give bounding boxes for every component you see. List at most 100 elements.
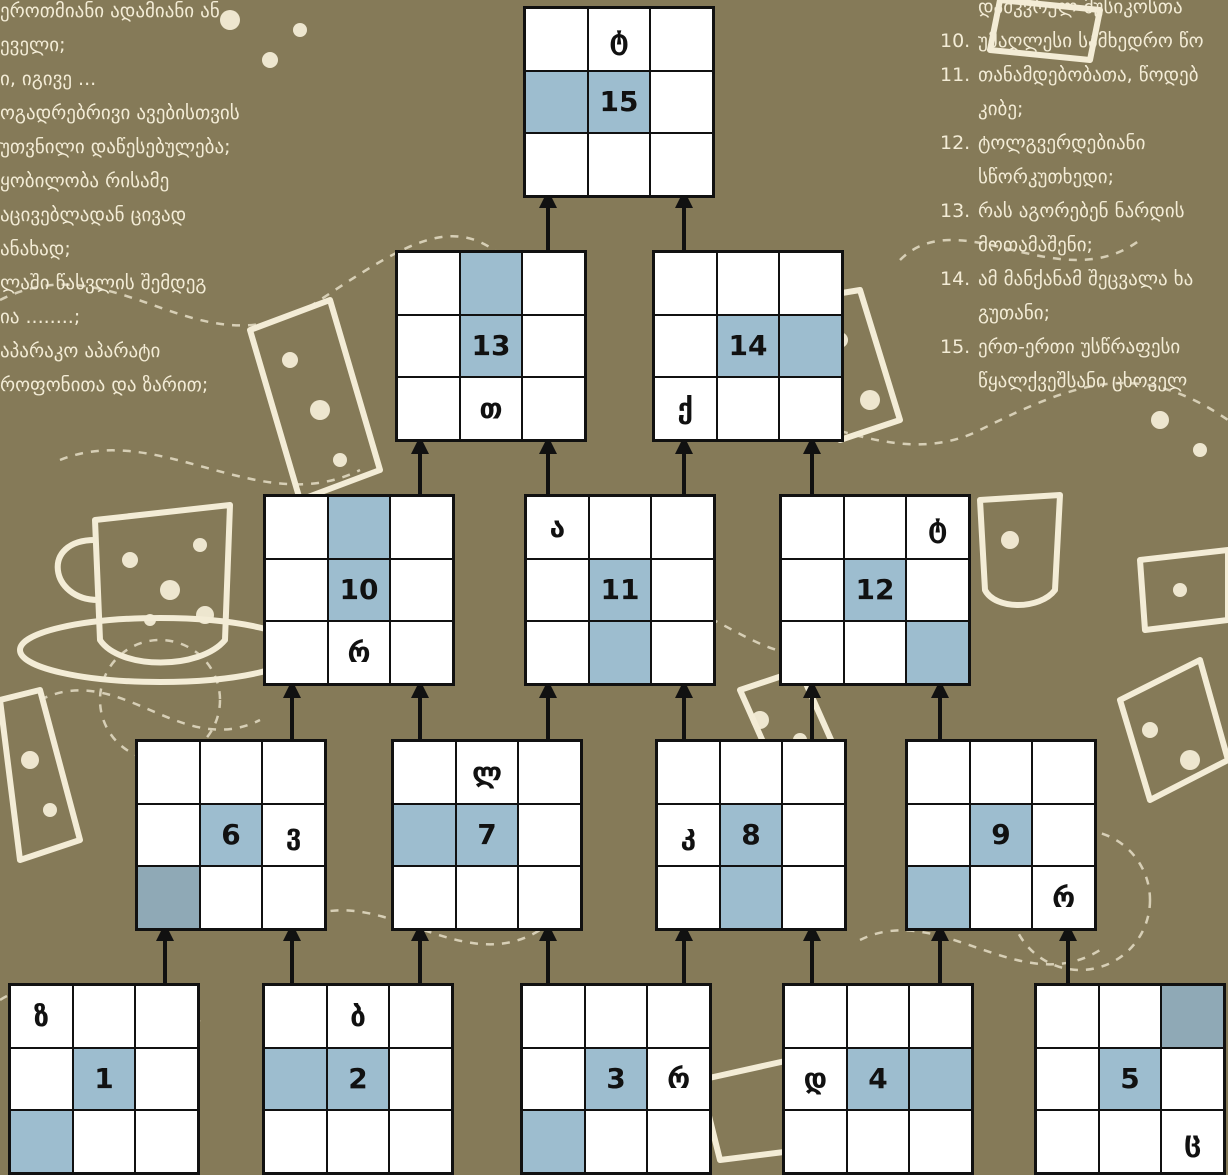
letter-cell[interactable]: ლ — [457, 742, 518, 803]
letter-cell[interactable] — [907, 560, 968, 621]
letter-cell[interactable] — [718, 378, 779, 439]
letter-cell[interactable] — [590, 622, 651, 683]
letter-cell[interactable]: ა — [527, 497, 588, 558]
letter-cell[interactable] — [908, 867, 969, 928]
letter-cell[interactable] — [655, 253, 716, 314]
letter-cell[interactable] — [910, 1049, 971, 1110]
letter-cell[interactable] — [527, 622, 588, 683]
letter-cell[interactable] — [910, 986, 971, 1047]
letter-cell[interactable] — [265, 986, 326, 1047]
letter-cell[interactable] — [648, 1111, 709, 1172]
letter-cell[interactable] — [655, 316, 716, 377]
letter-cell[interactable] — [783, 742, 844, 803]
letter-cell[interactable] — [658, 867, 719, 928]
letter-cell[interactable] — [398, 316, 459, 377]
letter-cell[interactable] — [1162, 986, 1223, 1047]
letter-cell[interactable] — [589, 134, 650, 195]
letter-cell[interactable]: რ — [1033, 867, 1094, 928]
letter-cell[interactable] — [845, 497, 906, 558]
letter-cell[interactable] — [780, 253, 841, 314]
letter-cell[interactable] — [908, 805, 969, 866]
letter-cell[interactable] — [658, 742, 719, 803]
letter-cell[interactable] — [785, 986, 846, 1047]
letter-cell[interactable]: ვ — [263, 805, 324, 866]
letter-cell[interactable] — [652, 622, 713, 683]
letter-cell[interactable] — [11, 1111, 72, 1172]
letter-cell[interactable] — [201, 742, 262, 803]
letter-cell[interactable] — [845, 622, 906, 683]
letter-cell[interactable] — [1033, 805, 1094, 866]
letter-cell[interactable] — [586, 1111, 647, 1172]
letter-cell[interactable] — [523, 1111, 584, 1172]
letter-cell[interactable] — [780, 378, 841, 439]
letter-cell[interactable]: ტ — [907, 497, 968, 558]
letter-cell[interactable] — [1037, 1111, 1098, 1172]
letter-cell[interactable] — [527, 560, 588, 621]
letter-cell[interactable] — [651, 9, 712, 70]
letter-cell[interactable] — [648, 986, 709, 1047]
letter-cell[interactable] — [398, 253, 459, 314]
letter-cell[interactable] — [971, 867, 1032, 928]
letter-cell[interactable] — [519, 867, 580, 928]
letter-cell[interactable]: ტ — [589, 9, 650, 70]
letter-cell[interactable] — [519, 805, 580, 866]
letter-cell[interactable] — [907, 622, 968, 683]
letter-cell[interactable] — [457, 867, 518, 928]
letter-cell[interactable] — [394, 805, 455, 866]
letter-cell[interactable] — [74, 1111, 135, 1172]
letter-cell[interactable] — [721, 867, 782, 928]
letter-cell[interactable] — [74, 986, 135, 1047]
letter-cell[interactable] — [651, 134, 712, 195]
letter-cell[interactable] — [523, 1049, 584, 1110]
letter-cell[interactable] — [136, 1111, 197, 1172]
letter-cell[interactable] — [11, 1049, 72, 1110]
letter-cell[interactable] — [138, 805, 199, 866]
letter-cell[interactable] — [394, 742, 455, 803]
letter-cell[interactable] — [1037, 1049, 1098, 1110]
letter-cell[interactable] — [263, 742, 324, 803]
letter-cell[interactable] — [523, 253, 584, 314]
letter-cell[interactable] — [651, 72, 712, 133]
letter-cell[interactable] — [971, 742, 1032, 803]
letter-cell[interactable] — [519, 742, 580, 803]
letter-cell[interactable] — [398, 378, 459, 439]
letter-cell[interactable]: ქ — [655, 378, 716, 439]
letter-cell[interactable]: ც — [1162, 1111, 1223, 1172]
letter-cell[interactable]: რ — [648, 1049, 709, 1110]
letter-cell[interactable] — [266, 622, 327, 683]
letter-cell[interactable]: დ — [785, 1049, 846, 1110]
letter-cell[interactable] — [783, 867, 844, 928]
letter-cell[interactable] — [391, 560, 452, 621]
letter-cell[interactable] — [526, 9, 587, 70]
letter-cell[interactable] — [782, 560, 843, 621]
letter-cell[interactable] — [586, 986, 647, 1047]
letter-cell[interactable] — [136, 986, 197, 1047]
letter-cell[interactable] — [136, 1049, 197, 1110]
letter-cell[interactable] — [390, 1049, 451, 1110]
letter-cell[interactable] — [265, 1111, 326, 1172]
letter-cell[interactable]: თ — [461, 378, 522, 439]
letter-cell[interactable] — [201, 867, 262, 928]
letter-cell[interactable] — [265, 1049, 326, 1110]
letter-cell[interactable] — [526, 72, 587, 133]
letter-cell[interactable] — [1162, 1049, 1223, 1110]
letter-cell[interactable] — [328, 1111, 389, 1172]
letter-cell[interactable] — [1100, 986, 1161, 1047]
letter-cell[interactable] — [785, 1111, 846, 1172]
letter-cell[interactable]: ზ — [11, 986, 72, 1047]
letter-cell[interactable] — [461, 253, 522, 314]
letter-cell[interactable]: რ — [329, 622, 390, 683]
letter-cell[interactable] — [652, 560, 713, 621]
letter-cell[interactable] — [526, 134, 587, 195]
letter-cell[interactable] — [848, 986, 909, 1047]
letter-cell[interactable] — [266, 560, 327, 621]
letter-cell[interactable] — [910, 1111, 971, 1172]
letter-cell[interactable] — [394, 867, 455, 928]
letter-cell[interactable]: კ — [658, 805, 719, 866]
letter-cell[interactable] — [523, 316, 584, 377]
letter-cell[interactable] — [391, 622, 452, 683]
letter-cell[interactable] — [782, 622, 843, 683]
letter-cell[interactable] — [718, 253, 779, 314]
letter-cell[interactable]: ბ — [328, 986, 389, 1047]
letter-cell[interactable] — [783, 805, 844, 866]
